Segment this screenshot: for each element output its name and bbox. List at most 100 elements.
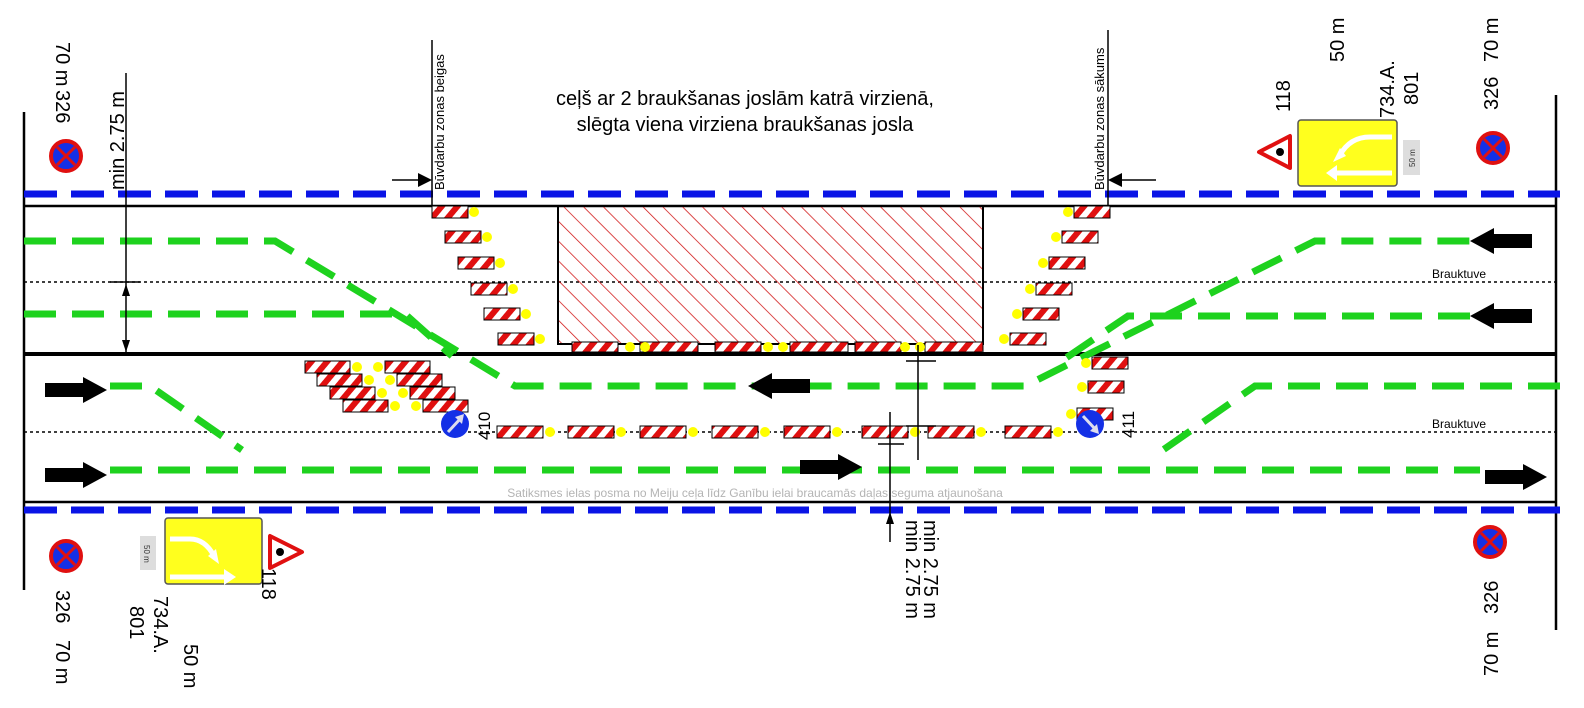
carriageway-label-top: Brauktuve xyxy=(1432,267,1486,281)
arrow-right-icon xyxy=(45,462,107,488)
barrier-icon xyxy=(329,386,387,400)
carriageway-label-bottom: Brauktuve xyxy=(1432,417,1486,431)
direction-arrows xyxy=(45,228,1547,490)
barrier-icon xyxy=(1081,356,1129,370)
barrier-icon xyxy=(999,332,1047,346)
warning-lamp-icon xyxy=(469,207,479,217)
sign-group-bottom-right: 326 70 m xyxy=(1473,525,1507,676)
barrier-icon xyxy=(1025,282,1073,296)
barriers xyxy=(304,205,1129,439)
barrier-icon xyxy=(444,230,492,244)
barrier-icon xyxy=(854,341,902,353)
zone-end-label: Būvdarbu zonas beigas xyxy=(432,54,447,190)
dimension-bottom-label-b: min 2.75 m xyxy=(901,520,923,619)
title-line-2: slēgta viena virziena braukšanas josla xyxy=(577,114,915,136)
warning-lamp-icon xyxy=(545,427,555,437)
distance-50-label: 50 m xyxy=(179,644,201,688)
no-parking-sign-icon xyxy=(49,539,83,573)
dimension-left: min 2.75 m xyxy=(107,73,140,354)
no-parking-code: 326 xyxy=(1481,77,1503,110)
arrow-right-icon xyxy=(1485,464,1547,490)
lane-shift-sign-icon xyxy=(1297,119,1398,187)
dimension-bottom-label-a: min 2.75 m xyxy=(919,520,941,619)
warning-lamp-icon xyxy=(521,309,531,319)
barrier-icon xyxy=(1077,380,1125,394)
warning-lamp-icon xyxy=(495,258,505,268)
warning-sign-code: 118 xyxy=(1273,80,1295,112)
warning-lamp-icon xyxy=(1063,207,1073,217)
warning-lamp-icon xyxy=(915,342,925,352)
lane-shift-sign-icon xyxy=(164,517,263,585)
warning-lamp-icon xyxy=(377,388,387,398)
warning-lamp-icon xyxy=(688,427,698,437)
warning-lamp-icon xyxy=(1038,258,1048,268)
barrier-icon xyxy=(1051,230,1099,244)
warning-lamp-icon xyxy=(364,375,374,385)
warning-lamp-icon xyxy=(385,375,395,385)
warning-lamp-icon xyxy=(398,388,408,398)
warning-lamp-icon xyxy=(1012,309,1022,319)
lane-path-lower-right xyxy=(1158,382,1560,455)
barrier-icon xyxy=(457,256,505,270)
sign-group-top-right: 118 50 m 50 m 734.A. 801 326 70 m xyxy=(1257,18,1510,187)
no-parking-sign-icon xyxy=(49,139,83,173)
barrier-icon xyxy=(567,425,626,439)
barrier-icon xyxy=(497,332,545,346)
warning-lamp-icon xyxy=(778,342,788,352)
warning-lamp-icon xyxy=(373,362,383,372)
keep-left-sign-icon xyxy=(441,410,469,438)
warning-lamp-icon xyxy=(976,427,986,437)
detour-sign-code: 734.A. xyxy=(1377,60,1399,118)
arrow-left-icon xyxy=(748,373,810,399)
barrier-icon xyxy=(431,205,479,219)
warning-lamp-icon xyxy=(508,284,518,294)
detour-sign-code: 734.A. xyxy=(149,596,171,654)
barrier-icon xyxy=(373,360,431,374)
warning-lamp-icon xyxy=(482,232,492,242)
barrier-icon xyxy=(385,373,443,387)
warning-lamp-icon xyxy=(390,401,400,411)
no-parking-sign-icon xyxy=(1476,131,1510,165)
warning-lamp-icon xyxy=(1051,232,1061,242)
lane-path-upper-right xyxy=(1058,312,1470,365)
lane-path-lower-left xyxy=(110,382,244,453)
sign-code: 326 xyxy=(1481,581,1503,614)
barrier-icon xyxy=(927,425,986,439)
sign-code: 326 xyxy=(51,90,73,123)
no-parking-distance: 70 m xyxy=(1481,18,1503,62)
distance-label: 70 m xyxy=(1481,632,1503,676)
barrier-icon xyxy=(496,425,555,439)
svg-text:50 m: 50 m xyxy=(142,545,151,563)
barrier-icon xyxy=(411,399,469,413)
roadworks-warning-icon xyxy=(1257,134,1292,170)
barrier-icon xyxy=(470,282,518,296)
barrier-icon xyxy=(789,341,849,353)
dimension-center: min 2.75 m min 2.75 m xyxy=(878,345,941,619)
warning-sign-code: 118 xyxy=(257,568,279,600)
warning-lamp-icon xyxy=(1077,382,1087,392)
warning-lamp-icon xyxy=(535,334,545,344)
barrier-icon xyxy=(924,341,984,353)
distance-50-label: 50 m xyxy=(1327,18,1349,62)
barrier-icon xyxy=(316,373,374,387)
barrier-icon xyxy=(1063,205,1111,219)
warning-lamp-icon xyxy=(999,334,1009,344)
barrier-icon xyxy=(483,307,531,321)
plate-code: 801 xyxy=(125,606,147,639)
roadworks-warning-icon xyxy=(268,534,304,570)
distance-label: 70 m xyxy=(51,42,73,86)
zone-start-label: Būvdarbu zonas sākums xyxy=(1092,47,1107,190)
barrier-icon xyxy=(304,360,362,374)
work-zone-area xyxy=(557,205,984,345)
warning-lamp-icon xyxy=(411,401,421,411)
barrier-icon xyxy=(861,425,920,439)
barrier-icon xyxy=(1012,307,1060,321)
warning-lamp-icon xyxy=(625,342,635,352)
warning-lamp-icon xyxy=(616,427,626,437)
watermark-text: Satiksmes ielas posma no Meiju ceļa līdz… xyxy=(507,486,1003,500)
no-parking-code: 326 xyxy=(51,590,73,623)
warning-lamp-icon xyxy=(1025,284,1035,294)
warning-lamp-icon xyxy=(900,342,910,352)
arrow-right-icon xyxy=(45,377,107,403)
